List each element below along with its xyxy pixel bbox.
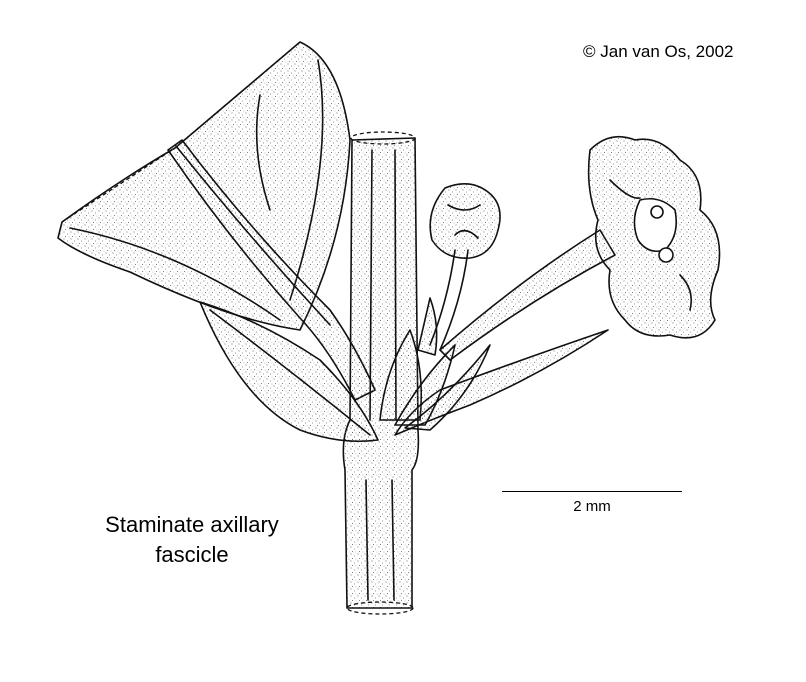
caption-line-1: Staminate axillary [105,512,279,537]
caption-line-2: fascicle [155,542,229,567]
small-flower [429,183,501,351]
scale-bar [502,491,682,492]
figure-caption: Staminate axillary fascicle [82,510,302,570]
open-flower [439,135,721,361]
main-stem [342,131,420,615]
bract-left [199,301,379,443]
copyright-notice: © Jan van Os, 2002 [583,42,734,61]
scale-bar-label: 2 mm [573,498,611,515]
